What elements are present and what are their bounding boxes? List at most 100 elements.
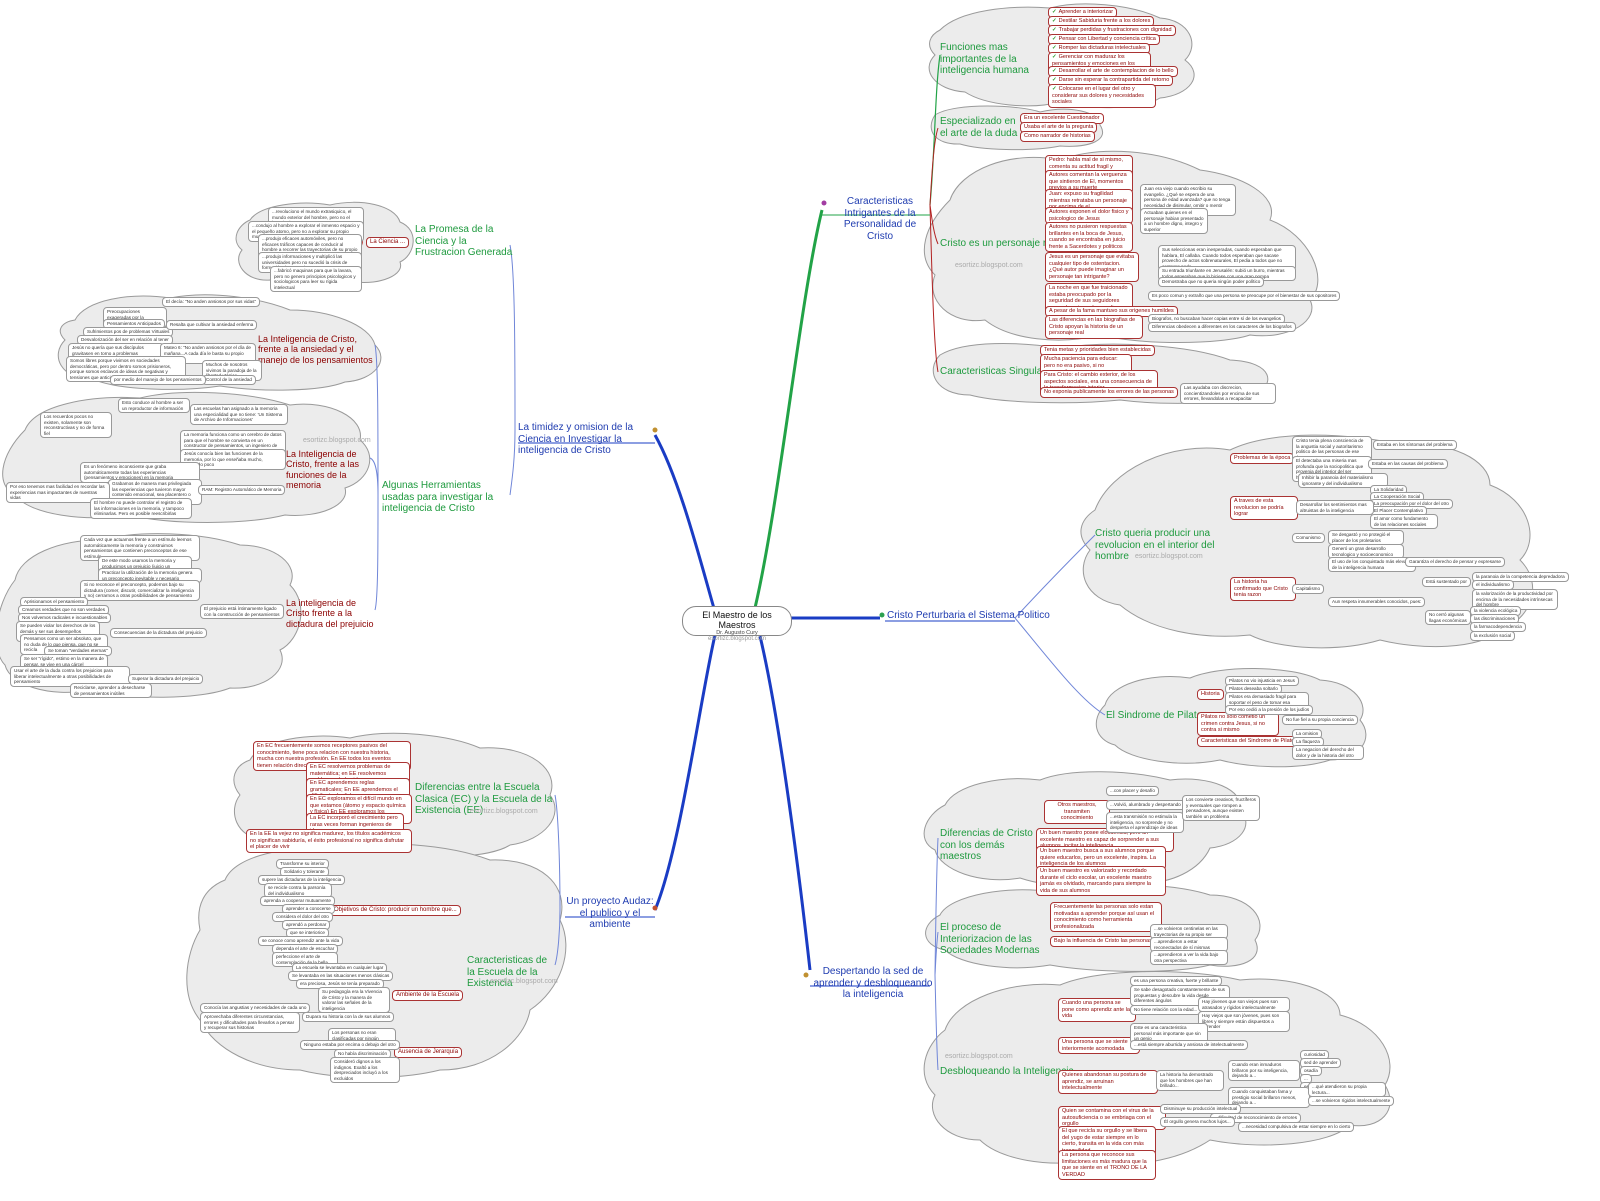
central-node[interactable]: El Maestro de los Maestros Dr. Augusto C…: [682, 606, 792, 642]
revolucion-note: Capitalismo: [1292, 584, 1324, 594]
edge-center-proyecto: [653, 634, 717, 911]
desbloqueando-note: La historia ha demostrado que los hombre…: [1156, 1070, 1224, 1091]
desbloqueando-item[interactable]: Cuando una persona se pone como aprendiz…: [1058, 998, 1136, 1022]
funciones-item[interactable]: ✓Colocarse en el lugar del otro y consid…: [1048, 84, 1156, 108]
branch-proyecto-title[interactable]: Un proyecto Audaz: el publico y el ambie…: [566, 896, 654, 930]
desbloqueando-item[interactable]: Quien se contamina con el virus de la au…: [1058, 1106, 1166, 1130]
desbloqueando-item[interactable]: La persona que reconoce sus limitaciones…: [1058, 1150, 1156, 1181]
prejuicio-item: Si no reconoce el preconcepto, podemos b…: [80, 580, 200, 601]
funciones-title[interactable]: Funciones mas importantes de la intelige…: [940, 42, 1029, 76]
pilatos-title[interactable]: El Sindrome de Pilatos: [1106, 710, 1208, 721]
memoria-item: El hombre no puede controlar el registro…: [90, 498, 192, 519]
promesa-node[interactable]: La Ciencia ...: [366, 237, 410, 249]
real-item[interactable]: Jesus es un personaje que evitaba cualqu…: [1045, 252, 1139, 283]
prejuicio-title[interactable]: La inteligencia de Cristo frente a la di…: [286, 598, 374, 629]
funciones-item-label: Trabajar perdidas y frustraciones con di…: [1058, 27, 1172, 33]
revolucion-note: Garantiza el derecho de pensar y expresa…: [1405, 557, 1505, 567]
diferencias-note: ...esta transmisión no estimula la intel…: [1106, 812, 1184, 833]
real-note: Actuaban quienes en el personaje habian …: [1140, 208, 1208, 234]
ec-item[interactable]: En la EE la vejez no significa madurez, …: [246, 829, 412, 853]
pilatos-note: La negacion del derecho del dolor y de l…: [1292, 745, 1364, 760]
objetivos-item: se recicle contra la parsonía del indivi…: [264, 883, 332, 898]
pilatos-note: No fue fiel a su propia conciencia: [1282, 715, 1358, 725]
central-author: Dr. Augusto Cury: [716, 630, 758, 636]
edge-politico-revolucion: [1014, 534, 1096, 619]
pilatos-item[interactable]: Caracteristicas del Sindrome de Pilatos: [1197, 736, 1301, 747]
edge-center-timidez: [653, 434, 717, 613]
edge-proyecto-ec: [554, 794, 561, 911]
interiorizacion-item[interactable]: Frecuentemente las personas solo estan m…: [1050, 902, 1162, 933]
ambiente-item: Su pedagogía era la Vivencia de Cristo y…: [318, 987, 390, 1013]
promesa-title[interactable]: La Promesa de la Ciencia y la Frustracio…: [415, 224, 513, 258]
real-item[interactable]: Autores no pusieron respuestas brillante…: [1045, 222, 1133, 253]
real-item[interactable]: Las diferencias en las biografias de Cri…: [1045, 315, 1143, 339]
dot-politico: [879, 612, 885, 618]
diferencias-note: Los convierte creativos, fructíferos y e…: [1182, 795, 1260, 821]
prejuicio-item: El prejuicio está íntimamente ligado con…: [200, 604, 284, 619]
edge-timidez-herr: [509, 429, 516, 496]
revolucion-note: Estaba en los síntomas del problema: [1373, 440, 1457, 450]
branch-politico-title[interactable]: Cristo Perturbaria el Sistema Politico: [887, 610, 1050, 621]
diferencias-item[interactable]: Un buen maestro es valorizado y recordad…: [1036, 866, 1166, 897]
ansiedad-item: Resalta que cultivar la ansiedad enferma: [166, 320, 258, 330]
memoria-item: Esto conduce al hombre a ser un reproduc…: [118, 398, 190, 413]
desbloqueando-note: ...está siempre aburrida y ansiosa de in…: [1130, 1040, 1249, 1050]
interiorizacion-item[interactable]: Bajo la influencia de Cristo las persona…: [1050, 936, 1156, 947]
memoria-title[interactable]: La Inteligencia de Cristo, frente a las …: [286, 449, 360, 491]
memoria-item: RAM: Registro Automático de Memoria: [198, 485, 286, 495]
watermark: esortizc.blogspot.com: [470, 808, 538, 815]
jerarquia-title[interactable]: Ausencia de Jerarquía: [394, 1047, 463, 1059]
main-edges: [349, 54, 1106, 1071]
dot-timidez: [652, 427, 658, 433]
revolucion-note: Estaba en las causas del problema: [1368, 459, 1448, 469]
desbloqueando-item[interactable]: Quienes abandonan su postura de aprendiz…: [1058, 1070, 1158, 1094]
pilatos-item[interactable]: Historia: [1197, 689, 1224, 700]
edge-aprender-int: [934, 931, 939, 976]
desbloqueando-note: Cuando conquistaban fama y prestigio soc…: [1228, 1087, 1310, 1108]
herramientas-title[interactable]: Algunas Herramientas usadas para investi…: [382, 480, 494, 514]
real-note: Demostraba que no queria ningún poder po…: [1158, 277, 1265, 287]
ansiedad-title[interactable]: La Inteligencia de Cristo, frente a la a…: [258, 334, 373, 365]
singulares-item[interactable]: No exponia publicamente los errores de l…: [1040, 387, 1178, 398]
check-icon: ✓: [1052, 18, 1057, 24]
real-note: Es poco comun y extraño que una persona …: [1148, 291, 1341, 301]
desbloqueando-item[interactable]: Una persona que se siente interiormente …: [1058, 1037, 1140, 1055]
revolucion-note: El amor como fundamento de las relacione…: [1370, 514, 1438, 529]
promesa-item: ...fabricó maquinas para que la lavara, …: [270, 266, 362, 292]
diferencias-item[interactable]: Un buen maestro busca a sus alumnos porq…: [1036, 846, 1166, 870]
branch-aprender-title[interactable]: Despertando la sed de aprender y desbloq…: [813, 966, 933, 1000]
singulares-title[interactable]: Caracteristicas Singulares: [940, 366, 1057, 377]
watermark: esortizc.blogspot.com: [1135, 553, 1203, 560]
branch-timidez-title[interactable]: La timidez y omision de la Ciencia en In…: [518, 422, 634, 456]
ambiente-title[interactable]: Ambiente de la Escuela: [392, 990, 464, 1002]
watermark: esortizc.blogspot.com: [490, 978, 558, 985]
existencia-title[interactable]: Caracteristicas de la Escuela de la Exis…: [467, 955, 548, 989]
edge-personalidad-esp: [929, 127, 939, 206]
especializado-title[interactable]: Especializado en el arte de la duda: [940, 116, 1018, 139]
pilatos-item[interactable]: Pilatos no solo cometio un crimen contra…: [1197, 712, 1279, 736]
revolucion-note: Inhibir la paranoia del materialismo ign…: [1298, 473, 1388, 488]
revolucion-item[interactable]: Problemas de la época: [1230, 453, 1295, 464]
desbloqueando-title[interactable]: Desbloqueando la Inteligencia: [940, 1066, 1074, 1077]
desbloqueando-note: Cuando eran inmaduros brillaron por su i…: [1228, 1060, 1300, 1081]
diferencias-title[interactable]: Diferencias de Cristo con los demás maes…: [940, 828, 1033, 862]
edge-politico-pilatos: [1014, 617, 1106, 716]
revolucion-item[interactable]: La historia ha confirmado que Cristo ten…: [1230, 577, 1296, 601]
revolucion-title[interactable]: Cristo queria producir una revolucion en…: [1095, 528, 1215, 562]
interiorizacion-title[interactable]: El proceso de Interiorizacion de las Soc…: [940, 922, 1040, 956]
dot-personalidad: [821, 200, 827, 206]
edge-proyecto-existencia: [554, 909, 561, 966]
revolucion-note: El uso de los conquistado más elevado de…: [1328, 557, 1416, 572]
branch-personalidad-title[interactable]: Caracteristicas Intrigantes de la Person…: [843, 196, 917, 242]
memoria-item: Las escuelas han asignado a la memoria u…: [190, 404, 288, 425]
revolucion-item[interactable]: A traves de esta revolucion se podría lo…: [1230, 496, 1298, 520]
check-icon: ✓: [1052, 86, 1057, 92]
diferencias-item[interactable]: Otros maestros, transmiten conocimiento: [1044, 800, 1110, 824]
real-title[interactable]: Cristo es un personaje real: [940, 238, 1060, 249]
ec-title[interactable]: Diferencias entre la Escuela Clasica (EC…: [415, 782, 553, 816]
revolucion-note: la exclusión social: [1470, 631, 1516, 641]
objetivos-title[interactable]: Objetivos de Cristo: producir un hombre …: [330, 905, 461, 917]
revolucion-note: la paranoia de la competencia depredador…: [1472, 572, 1569, 582]
especializado-item[interactable]: Como narrador de historias: [1020, 131, 1095, 142]
edge-herr-ansiedad: [374, 344, 379, 496]
